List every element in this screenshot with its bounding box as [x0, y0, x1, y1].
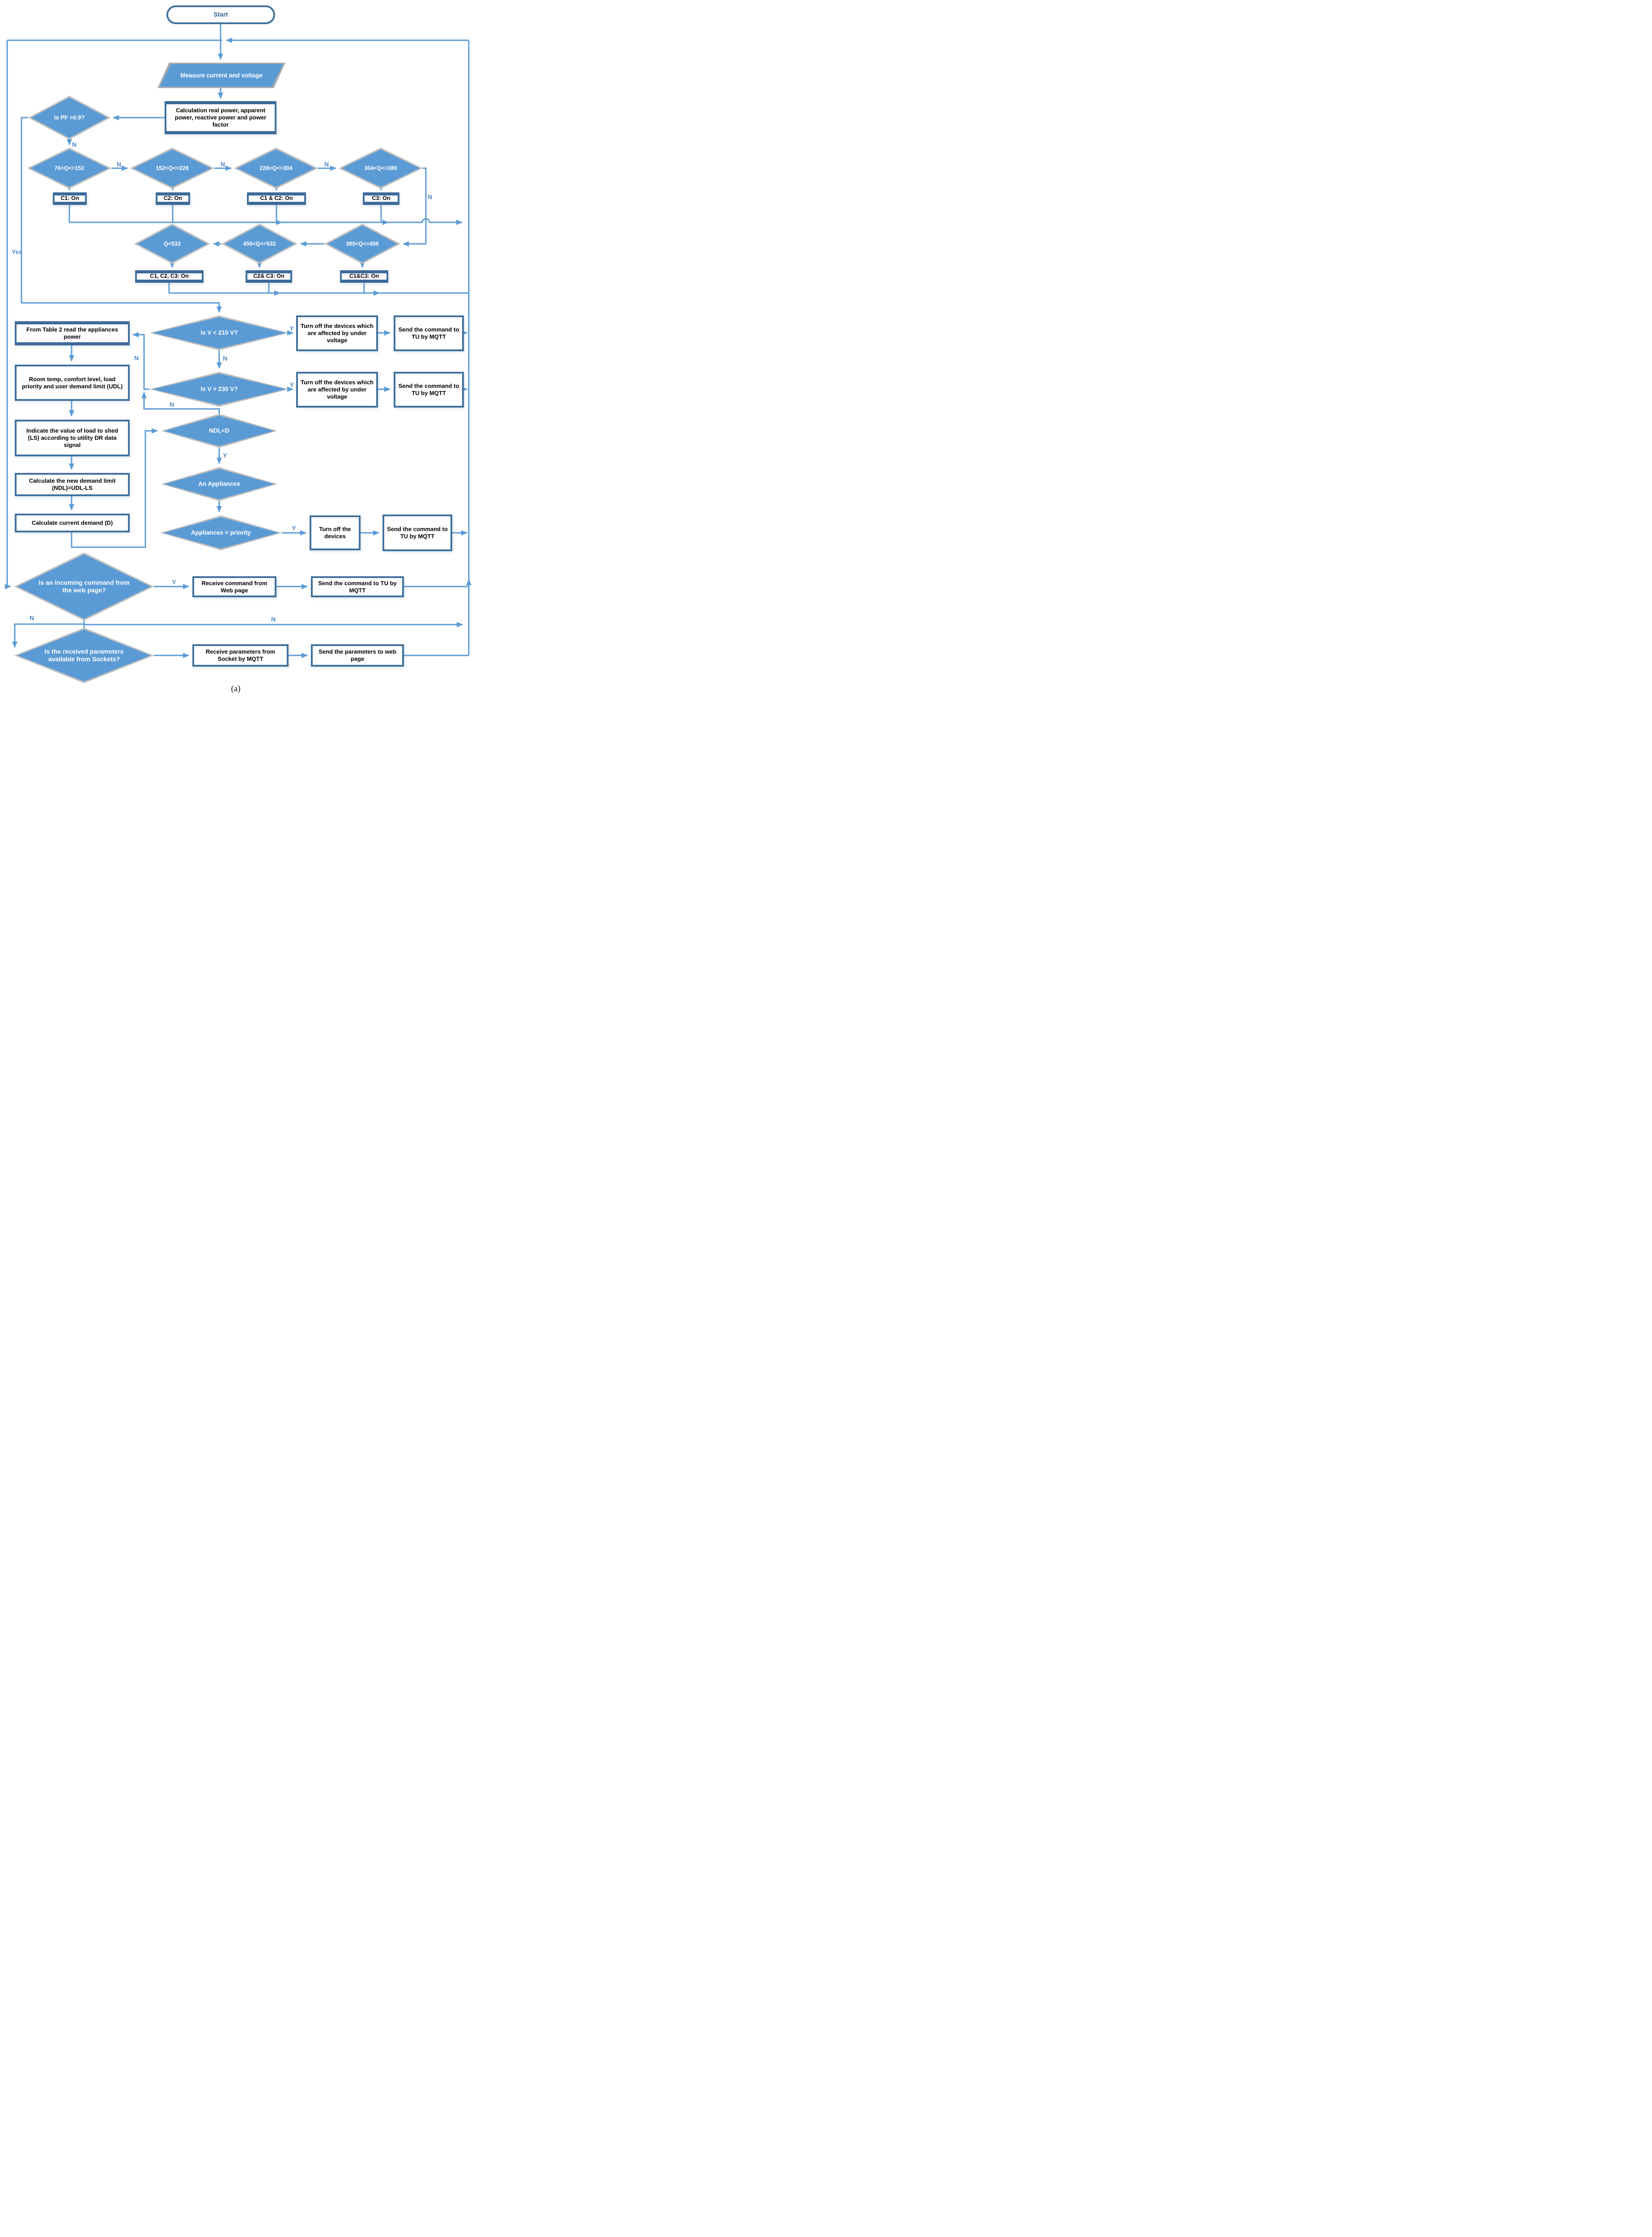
q1-label: 76<Q<=152 [54, 165, 85, 171]
appliance-priority-decision: Appliances < priority [160, 515, 282, 550]
edge-left-edge-to-incoming [5, 40, 11, 589]
q3-no-label: N [324, 161, 329, 168]
send-command-tu2-process: Send the command to TU by MQTT [394, 372, 464, 408]
edge-q4-no [403, 167, 427, 247]
calc-current-demand-process: Calculate current demand (D) [15, 514, 130, 532]
turnoff-undervoltage1-process: Turn off the devices which are affected … [296, 315, 378, 351]
v210-label: Is V < 210 V? [200, 329, 238, 336]
incoming-command-decision: Is an incoming command from the web page… [14, 553, 154, 621]
q3-label: 228<Q<=304 [259, 165, 293, 171]
q1-decision: 76<Q<=152 [27, 148, 111, 189]
q1-no-label: N [116, 161, 122, 168]
q6-decision: 456<Q<=532 [221, 224, 297, 264]
sockets-params-decision: Is the received parameters available fro… [14, 628, 154, 683]
receive-params-process: Receive parameters from Socket by MQTT [192, 644, 289, 667]
q5-decision: 380<Q<=456 [324, 224, 400, 264]
measure-io-label: Measure current and voltage [180, 72, 263, 79]
c1-c2-c3-on-process: C1, C2, C3: On [135, 270, 204, 283]
pf-decision: Is PF >0.9? [28, 96, 110, 140]
q4-label: 304<Q<=380 [364, 165, 397, 171]
q2-label: 152<Q<=228 [156, 165, 189, 171]
q6-label: 456<Q<=532 [243, 240, 276, 247]
send-params-process: Send the parameters to web page [311, 644, 404, 667]
v230-label: Is V > 230 V? [200, 385, 238, 392]
edge-sockets-no [83, 622, 463, 629]
sockets-no-label: N [271, 616, 276, 623]
room-temp-udl-process: Room temp, comfort level, load priority … [15, 365, 130, 401]
q7-label: Q<532 [164, 240, 181, 247]
q7-decision: Q<532 [134, 224, 210, 264]
ndl-decision: NDL<D [161, 414, 277, 448]
calc-ndl-process: Calculate the new demand limit (NDL)=UDL… [15, 473, 130, 496]
pf-no-label: N [72, 141, 77, 148]
turnoff-devices-process: Turn off the devices [310, 515, 361, 550]
sockets-params-label: Is the received parameters available fro… [44, 648, 124, 663]
start-node: Start [166, 5, 275, 24]
v230-decision: Is V > 230 V? [149, 372, 289, 407]
appliance-priority-label: Appliances < priority [191, 529, 251, 536]
v230-no-label: N [134, 354, 139, 361]
calc-power-process: Calculation real power, apparent power, … [165, 101, 276, 134]
incoming-no-label: N [29, 614, 34, 621]
edge-calcd-ndl [71, 428, 158, 548]
edge-h1-collector [69, 218, 463, 225]
v210-yes-label: Y [289, 325, 294, 332]
incoming-yes-label: Y [172, 578, 176, 586]
c1-c3-on-process: C1&C3: On [340, 270, 388, 283]
c1-c2-on-process: C1 & C2: On [247, 192, 306, 205]
figure-caption: (a) [231, 684, 241, 693]
send-command-web-process: Send the command to TU by MQTT [311, 576, 404, 597]
ndl-no-label: N [169, 401, 174, 408]
indicate-ls-process: Indicate the value of load to shed (LS) … [15, 420, 130, 456]
q3-decision: 228<Q<=304 [234, 148, 318, 189]
send-command-tu3-process: Send the command to TU by MQTT [382, 515, 452, 551]
flowchart-canvas: Start Measure current and voltage Calcul… [0, 0, 483, 708]
q2-no-label: N [220, 161, 225, 168]
turnoff-undervoltage2-process: Turn off the devices which are affected … [296, 372, 378, 408]
q4-decision: 304<Q<=380 [339, 148, 423, 189]
incoming-command-label: Is an incoming command from the web page… [38, 579, 130, 594]
ndl-label: NDL<D [209, 427, 229, 434]
c3-on-process: C3: On [363, 192, 399, 205]
connectors-layer [5, 24, 471, 658]
edge-incoming-no [12, 621, 85, 648]
q4-no-label: N [427, 193, 433, 200]
c2-c3-on-process: C2& C3: On [246, 270, 292, 283]
ndl-yes-label: Y [223, 452, 227, 459]
an-appliances-decision: An Appliances [161, 467, 277, 501]
send-command-tu1-process: Send the command to TU by MQTT [394, 315, 464, 351]
appprio-yes-label: Y [292, 524, 296, 532]
c2-on-process: C2: On [156, 192, 190, 205]
v210-decision: Is V < 210 V? [149, 315, 289, 350]
edge-v230-no-to-table2 [132, 332, 149, 390]
c1-on-process: C1: On [53, 192, 87, 205]
an-appliances-label: An Appliances [198, 480, 240, 487]
q5-label: 380<Q<=456 [346, 240, 379, 247]
edge-ndl-no-merge [141, 392, 220, 414]
v210-no-label: N [222, 355, 228, 362]
v230-yes-label: Y [289, 381, 294, 388]
pf-decision-label: Is PF >0.9? [54, 114, 85, 121]
pf-yes-label: Yes [11, 248, 23, 255]
measure-io-fill [160, 64, 283, 87]
measure-io-node: Measure current and voltage [157, 63, 285, 88]
q2-decision: 152<Q<=228 [130, 148, 214, 189]
table2-read-process: From Table 2 read the appliances power [15, 321, 130, 345]
edge-pf-yes [21, 117, 222, 313]
receive-command-process: Receive command from Web page [192, 576, 276, 597]
